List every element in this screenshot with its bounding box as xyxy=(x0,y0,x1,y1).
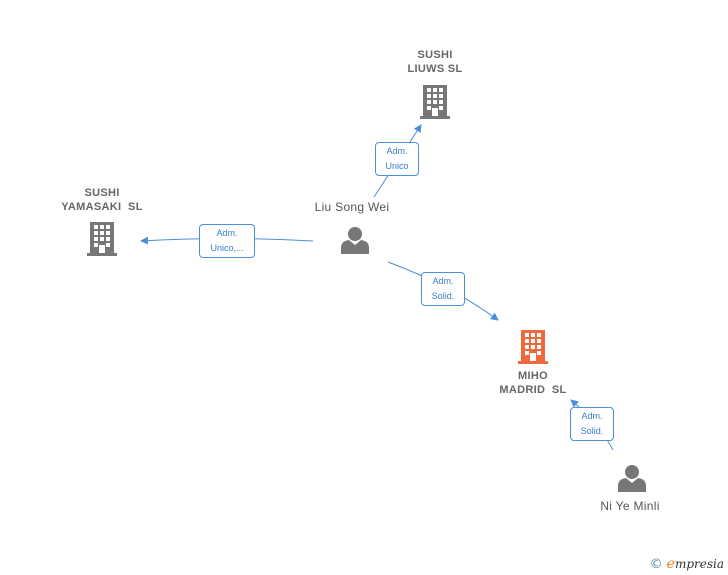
edge-label-liu-to-miho[interactable]: Adm. Solid. xyxy=(421,272,465,306)
copyright-icon: © xyxy=(649,556,663,572)
footer-brand[interactable]: © empresia xyxy=(650,556,724,572)
building-icon[interactable] xyxy=(420,85,450,119)
node-label-line: Liu Song Wei xyxy=(314,200,390,214)
edge-label-line: Unico xyxy=(385,161,409,171)
edge-label-line: Unico,... xyxy=(210,243,244,253)
node-label-miho-madrid[interactable]: MIHO MADRID SL xyxy=(483,369,583,397)
node-label-liu-song-wei[interactable]: Liu Song Wei xyxy=(302,200,402,214)
node-label-line: Ni Ye Minli xyxy=(600,499,660,513)
edge-label-line: Adm. xyxy=(581,411,603,421)
node-label-line: MIHO xyxy=(518,370,548,382)
node-label-sushi-yamasaki[interactable]: SUSHI YAMASAKI SL xyxy=(52,186,152,214)
node-label-line: YAMASAKI SL xyxy=(61,201,143,213)
node-label-line: SUSHI xyxy=(84,187,120,199)
edge-label-line: Adm. xyxy=(386,146,408,156)
edge-label-line: Adm. xyxy=(432,276,454,286)
node-label-line: LIUWS SL xyxy=(407,63,463,75)
node-label-ni-ye-minli[interactable]: Ni Ye Minli xyxy=(580,499,680,513)
node-label-sushi-liuws[interactable]: SUSHI LIUWS SL xyxy=(395,48,475,76)
edge-label-liu-to-yamasaki[interactable]: Adm. Unico,... xyxy=(199,224,255,258)
brand-initial: e xyxy=(666,556,675,572)
person-icon[interactable] xyxy=(618,465,646,492)
brand-logo: empresia xyxy=(667,556,724,572)
edge-label-ni-to-miho[interactable]: Adm. Solid. xyxy=(570,407,614,441)
node-label-line: SUSHI xyxy=(417,49,453,61)
edge-label-line: Adm. xyxy=(216,228,238,238)
brand-name: mpresia xyxy=(674,557,724,571)
node-label-line: MADRID SL xyxy=(499,384,567,396)
building-icon[interactable] xyxy=(87,222,117,256)
edge-label-line: Solid. xyxy=(431,291,455,301)
edge-label-line: Solid. xyxy=(580,426,604,436)
person-icon[interactable] xyxy=(341,227,369,254)
building-icon[interactable] xyxy=(518,330,548,364)
edge-label-liu-to-liuws[interactable]: Adm. Unico xyxy=(375,142,419,176)
